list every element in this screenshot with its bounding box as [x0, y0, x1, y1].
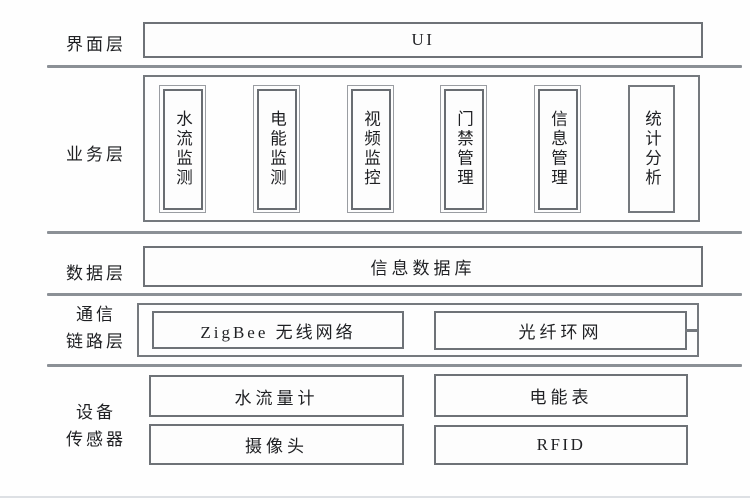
- business-layer-box: [143, 75, 700, 222]
- fiber-container-connector-line: [685, 329, 699, 332]
- separator-line-2: [47, 231, 742, 234]
- layer-label-communication: 通信 链路层: [66, 305, 126, 351]
- database-box: 信息数据库: [143, 246, 703, 287]
- module-label: 门禁管理: [443, 88, 484, 210]
- camera-box: 摄像头: [149, 424, 404, 465]
- module-box-statistical-analysis: 统计分析: [628, 85, 675, 213]
- rfid-box: RFID: [434, 425, 688, 465]
- water-flow-meter-box: 水流量计: [149, 375, 404, 417]
- layer-label-devices: 设备 传感器: [66, 403, 126, 449]
- bottom-edge-line: [0, 496, 750, 498]
- separator-line-3: [47, 293, 742, 296]
- module-label: 水流监测: [162, 88, 203, 210]
- zigbee-network-box: ZigBee 无线网络: [152, 311, 404, 349]
- layer-label-business: 业务层: [66, 145, 126, 164]
- module-box-info-management: 信息管理: [534, 85, 581, 213]
- module-box-water-flow-monitoring: 水流监测: [159, 85, 206, 213]
- layer-label-interface: 界面层: [66, 35, 126, 54]
- ui-box: UI: [143, 22, 703, 58]
- module-label: 信息管理: [537, 88, 578, 210]
- layer-label-data: 数据层: [66, 264, 126, 283]
- separator-line-1: [47, 65, 742, 68]
- module-box-video-surveillance: 视频监控: [347, 85, 394, 213]
- module-label: 统计分析: [628, 85, 675, 213]
- module-label: 视频监控: [350, 88, 391, 210]
- separator-line-4: [47, 364, 742, 367]
- module-box-power-monitoring: 电能监测: [253, 85, 300, 213]
- module-label: 电能监测: [256, 88, 297, 210]
- fiber-ring-network-box: 光纤环网: [434, 311, 687, 350]
- power-meter-box: 电能表: [434, 374, 688, 417]
- module-box-access-control: 门禁管理: [440, 85, 487, 213]
